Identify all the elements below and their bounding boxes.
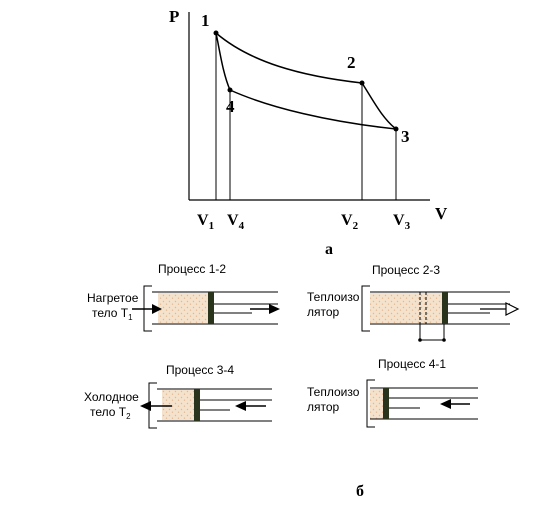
point-label-2: 2 [347, 53, 356, 72]
piston-3-4 [194, 389, 200, 421]
heat-in-arrowhead-1-2 [152, 304, 162, 314]
process-4-1-title: Процесс 4-1 [378, 357, 446, 371]
process-3-4: Процесс 3-4 Холодное тело Т2 [84, 363, 272, 429]
process-1-2: Процесс 1-2 Нагретое тело Т1 [87, 262, 280, 332]
piston-2-3 [442, 292, 448, 324]
process-4-1: Процесс 4-1 Теплоизо лятор [307, 357, 478, 428]
isotherm-1-2 [215, 32, 363, 84]
piston-motion-arrowhead-2-3 [505, 302, 520, 316]
process-4-1-side-line1: Теплоизо [307, 385, 360, 399]
caption-a: а [325, 241, 333, 258]
v-axis-label: V [435, 204, 448, 223]
gas-3-4 [162, 390, 194, 420]
piston-motion-arrowhead-4-1 [440, 399, 451, 409]
cylinder-4-1-left-bracket [366, 379, 375, 428]
process-3-4-side-line1: Холодное [84, 390, 139, 404]
state-point-1 [213, 30, 219, 36]
state-point-3 [393, 126, 399, 132]
caption-b: б [356, 483, 364, 500]
v2-label: V2 [341, 212, 359, 232]
adiabat-2-3 [361, 82, 397, 130]
process-3-4-title: Процесс 3-4 [166, 363, 234, 377]
point-label-1: 1 [201, 11, 210, 30]
process-2-3: Процесс 2-3 Теплоизо лятор [307, 263, 520, 342]
v3-label: V3 [393, 212, 411, 232]
piston-motion-arrowhead-3-4 [235, 401, 246, 411]
piston-motion-arrowhead-1-2 [269, 304, 280, 314]
point-label-3: 3 [401, 127, 410, 146]
process-2-3-title: Процесс 2-3 [372, 263, 440, 277]
v1-label: V1 [197, 212, 214, 232]
gas-2-3 [370, 293, 442, 323]
state-point-4 [227, 87, 233, 93]
heat-out-arrowhead-3-4 [140, 401, 151, 411]
gas-4-1 [370, 389, 383, 419]
state-point-2 [359, 80, 365, 86]
process-3-4-side-line2: тело Т2 [90, 405, 131, 421]
cylinder-2-3-left-bracket [361, 285, 370, 332]
isotherm-3-4 [229, 89, 397, 130]
gas-1-2 [158, 293, 208, 323]
piston-4-1 [383, 388, 389, 419]
pv-diagram: P V 1 2 3 4 V1 V4 V2 V3 а [169, 7, 448, 258]
adiabat-4-1 [215, 32, 231, 91]
displacement-bracket-2-3 [419, 324, 445, 341]
process-1-2-side-line2: тело Т1 [92, 306, 133, 322]
displacement-dot-left [418, 338, 422, 342]
process-1-2-title: Процесс 1-2 [158, 262, 226, 276]
piston-1-2 [208, 292, 214, 324]
process-4-1-side-line2: лятор [307, 400, 340, 414]
point-label-4: 4 [226, 97, 235, 116]
process-2-3-side-line1: Теплоизо [307, 290, 360, 304]
displacement-dot-right [442, 338, 446, 342]
process-1-2-side-line1: Нагретое [87, 291, 139, 305]
v4-label: V4 [227, 212, 245, 232]
process-2-3-side-line2: лятор [307, 305, 340, 319]
p-axis-label: P [169, 7, 179, 26]
